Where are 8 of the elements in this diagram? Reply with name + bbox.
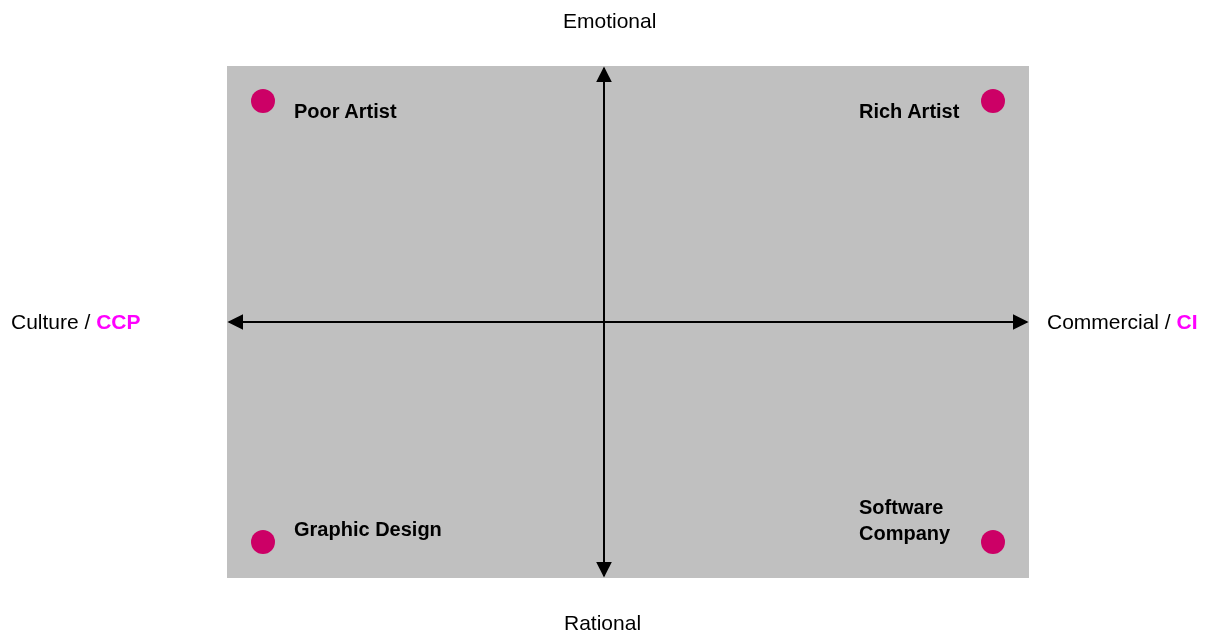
- quadrant-label: Rich Artist: [859, 100, 960, 123]
- axis-label: Commercial / CI: [1047, 310, 1198, 334]
- quadrant-label: Graphic Design: [294, 518, 442, 541]
- axis-label: Rational: [564, 611, 642, 635]
- axis-label: Emotional: [563, 9, 657, 33]
- quadrant-label: Software Company: [859, 495, 952, 546]
- quadrant-label: Poor Artist: [294, 100, 397, 123]
- axis-label: Culture / CCP: [11, 310, 141, 334]
